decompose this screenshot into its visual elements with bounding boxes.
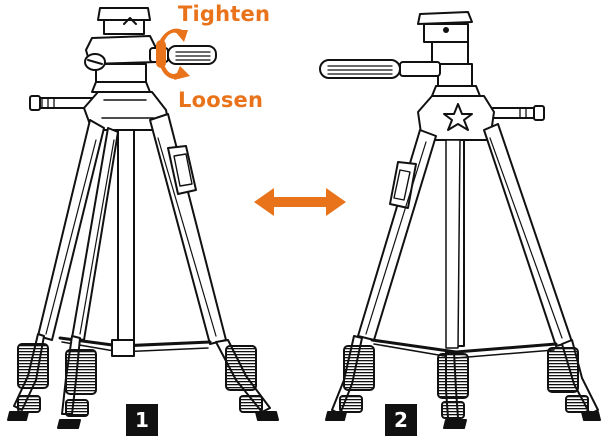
leg-locks-right <box>340 346 588 418</box>
step-badge-2: 2 <box>385 404 417 436</box>
pan-handle-right <box>320 60 440 78</box>
tripod-left <box>8 8 278 428</box>
double-arrow-icon <box>254 188 346 216</box>
pan-head-left <box>85 8 158 92</box>
step-badge-1: 1 <box>126 404 158 436</box>
tripod-right <box>320 12 600 428</box>
tighten-label: Tighten <box>178 2 270 26</box>
loosen-label: Loosen <box>178 88 263 112</box>
pan-head-right <box>418 12 480 96</box>
center-column-knob-right <box>488 106 544 120</box>
